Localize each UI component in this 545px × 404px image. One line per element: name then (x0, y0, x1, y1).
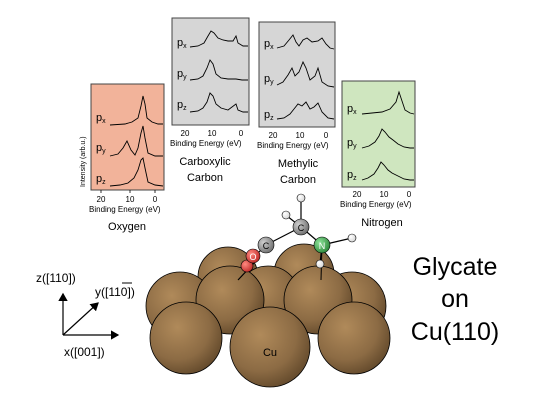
nitrogen-x-axis-label: Binding Energy (eV) (340, 200, 412, 209)
crystal-axes: z([110]) y([110]) x([001]) (36, 271, 135, 359)
methylic-tick-0: 0 (324, 131, 329, 140)
oxygen-intensity-axis-label: Intensity (arb.u.) (80, 136, 87, 187)
oxygen-atom-label: O (249, 252, 256, 262)
methylic-pz-label: pz (264, 109, 274, 122)
oxygen-tick-0: 0 (153, 195, 158, 204)
oxygen-x-axis: 20 10 0 Binding Energy (eV) (89, 190, 161, 214)
methylic-carbon-panel: px py pz 20 10 0 Binding Energy (eV) Met… (257, 21, 336, 186)
glycate-molecule: O C C N (237, 193, 357, 281)
methylic-panel-title-line2: Carbon (280, 174, 316, 186)
methylic-px-label: px (264, 38, 274, 51)
hydrogen-atom (281, 210, 291, 220)
oxygen-pz-label: pz (96, 173, 106, 186)
methylic-panel-title-line1: Methylic (278, 158, 319, 170)
oxygen-py-label: py (96, 142, 106, 155)
nitrogen-py-label: py (347, 137, 357, 150)
methylic-tick-10: 10 (296, 131, 305, 140)
oxygen-px-label: px (96, 112, 106, 125)
methylic-x-axis-label: Binding Energy (eV) (257, 141, 329, 150)
nitrogen-atom-label: N (319, 241, 326, 251)
x-axis-label: x([001]) (64, 345, 105, 359)
nitrogen-x-axis: 20 10 0 Binding Energy (eV) (340, 190, 412, 209)
oxygen-pz-spectrum (109, 157, 164, 187)
cu-atom-center (229, 306, 311, 388)
methylic-carbon-atom (292, 218, 310, 236)
title-line-2: on (441, 285, 469, 313)
methylic-pz-spectrum (276, 101, 335, 120)
figure-title: Glycate on Cu(110) (411, 253, 499, 346)
hydrogen-atom (347, 233, 357, 243)
y-axis-arrow (62, 302, 99, 336)
nitrogen-tick-0: 0 (407, 190, 412, 199)
methylic-x-axis: 20 10 0 Binding Energy (eV) (257, 131, 329, 150)
nitrogen-panel-background (341, 80, 416, 188)
nitrogen-atom (313, 236, 331, 254)
nitrogen-panel-title: Nitrogen (361, 217, 403, 229)
nitrogen-px-spectrum (361, 90, 415, 115)
nitrogen-panel: px py pz 20 10 0 Binding Energy (eV) Nit… (340, 80, 416, 229)
carboxylic-carbon-label: C (263, 241, 270, 251)
z-axis-label: z([110]) (36, 271, 76, 285)
hydrogen-atom (315, 259, 325, 269)
carboxylic-tick-20: 20 (181, 129, 190, 138)
cu-label: Cu (263, 347, 277, 359)
nitrogen-py-spectrum (361, 128, 414, 149)
copper-surface: Cu (145, 243, 391, 388)
carboxylic-x-axis: 20 10 0 Binding Energy (eV) (170, 129, 244, 148)
nitrogen-px-label: px (347, 103, 357, 116)
methylic-carbon-label: C (298, 223, 305, 233)
title-line-1: Glycate (413, 253, 498, 281)
carboxylic-carbon-panel: px py pz 20 10 0 Binding Energy (eV) Car… (170, 17, 250, 184)
carboxylic-py-spectrum (189, 59, 248, 81)
nitrogen-pz-label: pz (347, 169, 357, 182)
carboxylic-panel-title-line2: Carbon (187, 172, 223, 184)
oxygen-panel-title: Oxygen (108, 221, 146, 233)
nitrogen-tick-10: 10 (380, 190, 389, 199)
carboxylic-px-label: px (177, 37, 187, 50)
title-line-3: Cu(110) (411, 318, 499, 346)
methylic-py-spectrum (276, 60, 335, 88)
carboxylic-py-label: py (177, 68, 187, 81)
carboxylic-x-axis-label: Binding Energy (eV) (170, 139, 242, 148)
nitrogen-pz-spectrum (361, 161, 414, 181)
cu-atom (317, 301, 391, 375)
nitrogen-tick-20: 20 (353, 190, 362, 199)
carboxylic-tick-10: 10 (208, 129, 217, 138)
oxygen-py-spectrum (109, 125, 163, 157)
carboxylic-tick-0: 0 (239, 129, 244, 138)
oxygen-atom (245, 248, 261, 264)
cu-atom (149, 301, 223, 375)
methylic-py-label: py (264, 73, 274, 86)
oxygen-px-spectrum (109, 95, 163, 126)
methylic-px-spectrum (276, 34, 335, 50)
carboxylic-pz-spectrum (189, 92, 248, 113)
y-axis-label: y([110]) (95, 285, 135, 299)
oxygen-tick-20: 20 (97, 195, 106, 204)
oxygen-panel: Intensity (arb.u.) px py pz 20 10 0 Bind… (80, 83, 165, 233)
carboxylic-pz-label: pz (177, 99, 187, 112)
carboxylic-panel-title-line1: Carboxylic (179, 156, 231, 168)
carboxylic-px-spectrum (189, 30, 248, 48)
hydrogen-atom (296, 193, 306, 203)
oxygen-panel-background (90, 83, 165, 191)
methylic-tick-20: 20 (269, 131, 278, 140)
carboxylic-carbon-atom (257, 236, 275, 254)
oxygen-tick-10: 10 (126, 195, 135, 204)
oxygen-x-axis-label: Binding Energy (eV) (89, 205, 161, 214)
